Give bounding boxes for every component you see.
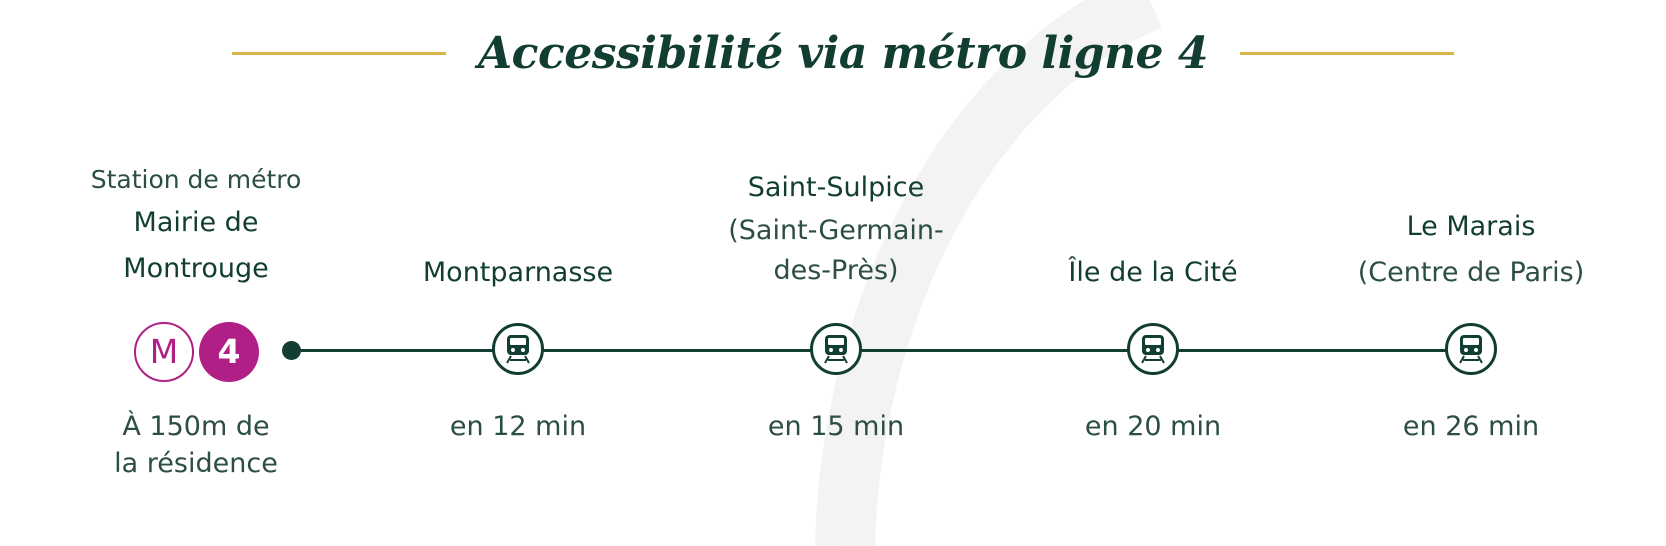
line-4-badge: 4 bbox=[199, 322, 259, 382]
stop-name: Île de la Cité bbox=[1068, 257, 1238, 288]
line-start-dot bbox=[282, 341, 301, 360]
stop-name-detail: (Centre de Paris) bbox=[1357, 257, 1585, 288]
title-rule-right bbox=[1240, 52, 1454, 55]
origin-station-label: Station de métro Mairie de Montrouge bbox=[36, 160, 356, 292]
stop-name-detail: des-Près) bbox=[773, 255, 899, 286]
metro-logo-icon: M bbox=[134, 322, 194, 382]
stop-label: Montparnasse bbox=[358, 250, 678, 296]
origin-distance-line2: la résidence bbox=[114, 448, 278, 479]
stop-marker-montparnasse bbox=[492, 323, 544, 375]
stop-time: en 15 min bbox=[676, 408, 996, 445]
stop-travel-time: en 20 min bbox=[1084, 411, 1222, 442]
stop-label: Île de la Cité bbox=[993, 250, 1313, 296]
stop-name: Montparnasse bbox=[422, 257, 614, 288]
origin-station: Station de métro Mairie de Montrouge À 1… bbox=[36, 0, 356, 546]
stop-name: Le Marais bbox=[1406, 211, 1536, 242]
train-icon bbox=[1141, 335, 1165, 364]
stop-le-marais: Le Marais (Centre de Paris) en 26 min bbox=[1311, 0, 1631, 546]
stop-name-detail: (Saint-Germain- bbox=[728, 215, 944, 246]
origin-name-line1: Mairie de bbox=[133, 207, 259, 238]
stop-marker-le-marais bbox=[1445, 323, 1497, 375]
stop-travel-time: en 15 min bbox=[767, 411, 905, 442]
stop-time: en 20 min bbox=[993, 408, 1313, 445]
train-icon bbox=[1459, 335, 1483, 364]
origin-caption: Station de métro bbox=[90, 165, 302, 194]
page-title: Accessibilité via métro ligne 4 bbox=[478, 28, 1208, 79]
stop-label: Saint-Sulpice (Saint-Germain- des-Près) bbox=[676, 165, 996, 291]
stop-time: en 12 min bbox=[358, 408, 678, 445]
origin-distance: À 150m de la résidence bbox=[36, 408, 356, 482]
stop-ile-de-la-cite: Île de la Cité en 20 min bbox=[993, 0, 1313, 546]
train-icon bbox=[824, 335, 848, 364]
title-rule-left bbox=[232, 52, 446, 55]
stop-montparnasse: Montparnasse en 12 min bbox=[358, 0, 678, 546]
stop-marker-ile-de-la-cite bbox=[1127, 323, 1179, 375]
stop-saint-sulpice: Saint-Sulpice (Saint-Germain- des-Près) … bbox=[676, 0, 996, 546]
origin-name-line2: Montrouge bbox=[123, 253, 269, 284]
stop-time: en 26 min bbox=[1311, 408, 1631, 445]
stop-label: Le Marais (Centre de Paris) bbox=[1311, 204, 1631, 296]
metro-line-track bbox=[292, 349, 1472, 352]
stop-travel-time: en 26 min bbox=[1402, 411, 1540, 442]
stop-name: Saint-Sulpice bbox=[747, 172, 925, 203]
origin-distance-line1: À 150m de bbox=[122, 411, 270, 442]
stop-travel-time: en 12 min bbox=[449, 411, 587, 442]
stop-marker-saint-sulpice bbox=[810, 323, 862, 375]
train-icon bbox=[506, 335, 530, 364]
